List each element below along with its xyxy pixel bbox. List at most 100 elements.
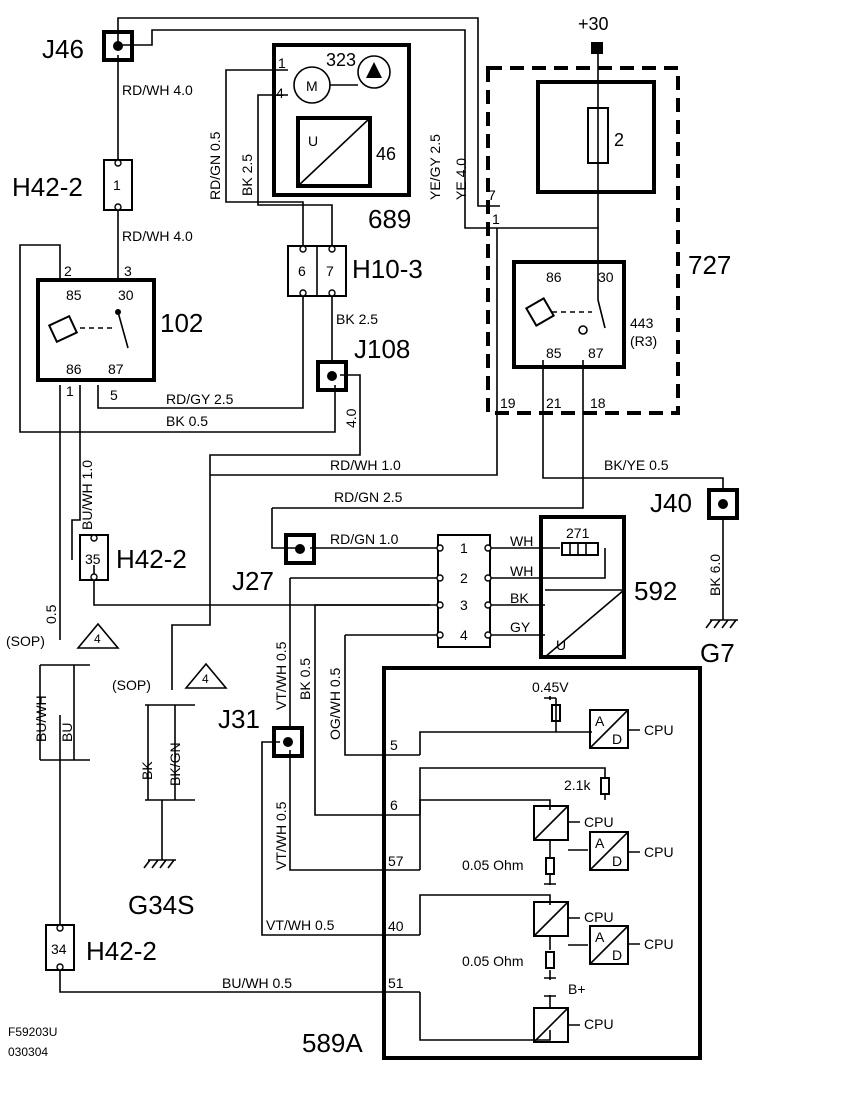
pin-102-86: 86 [66,361,82,377]
wire-bkw: BK [139,761,155,780]
wire-yegy25: YE/GY 2.5 [427,134,443,200]
ecu-a-3: A [595,929,605,945]
ecu-a-1: A [595,713,605,729]
module-727 [486,66,680,415]
wire-rdgn05: RD/GN 0.5 [207,131,223,200]
wire-4-0: 4.0 [343,408,359,428]
pin-labels: 2 3 85 30 86 87 1 5 86 30 85 87 7 1 19 2… [51,55,614,991]
pin-conn-4: 4 [460,627,468,643]
ecu-cpu-5: CPU [584,909,614,925]
pin-443-86: 86 [546,269,562,285]
figure-date: 030304 [8,1045,48,1059]
wire-rdgn10: RD/GN 1.0 [330,531,399,547]
pin-ecu-40: 40 [388,918,404,934]
ecu-d-2: D [612,853,622,869]
wire-bkye05: BK/YE 0.5 [604,457,669,473]
label-sop1: (SOP) [6,633,45,649]
wire-rdwh40-a: RD/WH 4.0 [122,82,193,98]
label-727: 727 [688,250,731,280]
label-443: 443 [630,315,654,331]
wires [19,17,738,1041]
wire-buwh: BU/WH [33,695,49,742]
wire-rdgn25: RD/GN 2.5 [334,489,403,505]
label-102: 102 [160,308,203,338]
wire-rdwh10: RD/WH 1.0 [330,457,401,473]
relay-102 [36,278,156,382]
pin-conn-2: 2 [460,570,468,586]
label-plus30: +30 [578,14,609,34]
pin-102-2: 2 [64,263,72,279]
wire-bk05: BK 0.5 [166,413,208,429]
pin-323-4: 4 [276,85,284,101]
label-592: 592 [634,576,677,606]
pin-h42-35: 35 [85,551,101,567]
wire-bu: BU [59,723,75,742]
pin-727-21: 21 [546,395,562,411]
pin-102-5: 5 [110,387,118,403]
label-46: 46 [376,144,396,164]
ecu-labels: 0.45V 2.1k 0.05 Ohm 0.05 Ohm B+ CPU CPU … [306,78,674,1032]
ecu-cpu-4: CPU [584,814,614,830]
pin-102-30: 30 [118,287,134,303]
sensor-592 [539,515,626,659]
ecu-ohm2: 0.05 Ohm [462,953,523,969]
label-323: 323 [326,50,356,70]
ecu-bplus: B+ [568,981,586,997]
pin-ecu-6: 6 [390,797,398,813]
pin-h10-7: 7 [326,263,334,279]
wire-ogwh05: OG/WH 0.5 [327,667,343,740]
label-j31: J31 [218,704,260,734]
ecu-d-3: D [612,947,622,963]
pin-727-18: 18 [590,395,606,411]
pin-323-1: 1 [278,55,286,71]
pin-ecu-57: 57 [388,853,404,869]
pin-102-3: 3 [124,263,132,279]
pin-102-87: 87 [108,361,124,377]
pin-h42-1: 1 [113,177,121,193]
wire-bkgn: BK/GN [167,742,183,786]
wire-vtwh05c: VT/WH 0.5 [266,917,335,933]
wire-rdgy25: RD/GY 2.5 [166,391,234,407]
motor-m: M [306,78,318,94]
label-2: 2 [614,130,624,150]
label-h42-mid: H42-2 [116,544,187,574]
triangle-num-1: 4 [94,632,101,646]
label-j27: J27 [232,566,274,596]
pin-727-7: 7 [488,187,496,203]
triangle-num-2: 4 [202,672,209,686]
wire-vtwh05b: VT/WH 0.5 [273,801,289,870]
label-j46: J46 [42,34,84,64]
label-443b: (R3) [630,333,657,349]
label-h42-top: H42-2 [12,172,83,202]
label-689: 689 [368,204,411,234]
component-labels: J46 H42-2 H42-2 H42-2 H10-3 J108 J27 J31… [6,14,735,1059]
ecu-045v: 0.45V [532,679,569,695]
pin-443-30: 30 [598,269,614,285]
label-271: 271 [566,525,590,541]
wire-bk25-b: BK 2.5 [336,311,378,327]
wire-ye40: YE 4.0 [453,158,469,200]
wire-bk60: BK 6.0 [707,554,723,596]
pin-727-1: 1 [492,211,500,227]
label-sop2: (SOP) [112,677,151,693]
pin-h42-34: 34 [51,941,67,957]
wire-rdwh40-b: RD/WH 4.0 [122,228,193,244]
pin-727-19: 19 [500,395,516,411]
wire-bk: BK [510,590,529,606]
ecu-a-2: A [595,835,605,851]
label-g34s: G34S [128,890,195,920]
label-g7: G7 [700,638,735,668]
wire-bk25-a: BK 2.5 [239,154,255,196]
label-h10-3: H10-3 [352,254,423,284]
wire-wh1: WH [510,533,533,549]
ecu-cpu-1: CPU [644,722,674,738]
pin-443-87: 87 [588,345,604,361]
pin-102-1: 1 [66,383,74,399]
note-triangle-1 [76,622,120,649]
note-triangle-2 [184,662,228,689]
label-j108: J108 [354,334,410,364]
sensor-u: U [556,637,566,653]
wire-wh2: WH [510,563,533,579]
ecu-cpu-3: CPU [644,936,674,952]
ecu-ohm1: 0.05 Ohm [462,857,523,873]
